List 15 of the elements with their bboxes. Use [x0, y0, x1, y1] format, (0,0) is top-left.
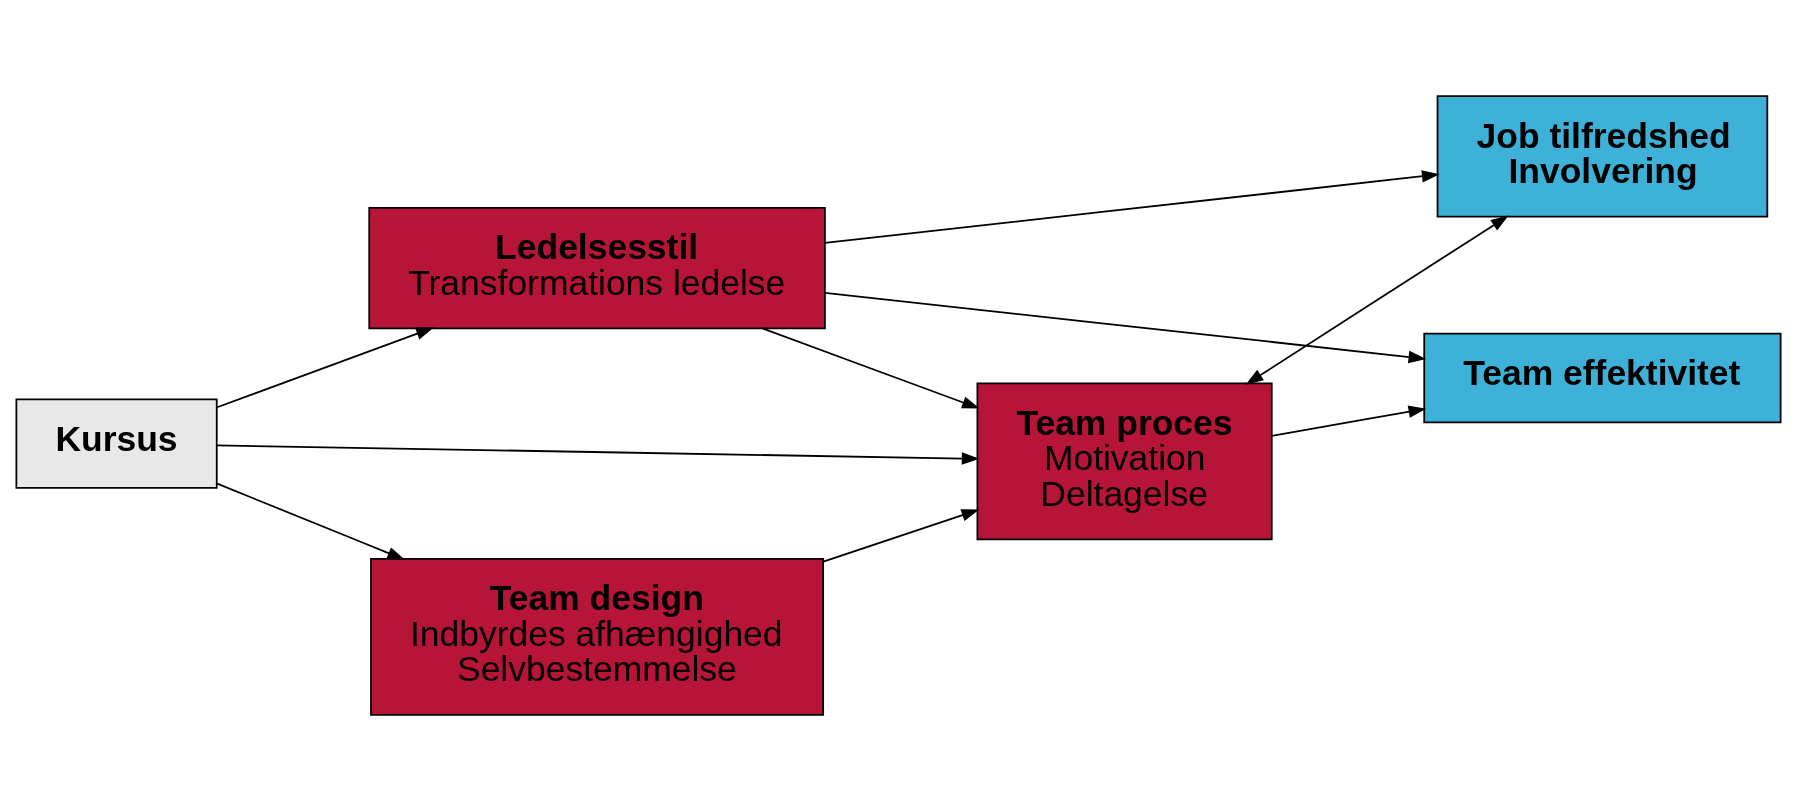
node-box: Team proces Motivation Deltagelse: [976, 382, 1273, 541]
arrow: [216, 444, 980, 465]
node-box: Kursus: [15, 398, 218, 489]
arrow: [216, 327, 434, 409]
arrow: [1271, 405, 1427, 437]
arrow: [822, 509, 980, 563]
arrow: [216, 482, 406, 560]
node-box: Team effektivitet: [1423, 332, 1782, 424]
arrow: [824, 170, 1440, 244]
node-box: Team design Indbyrdes afhængighed Selvbestemmelse: [370, 558, 825, 716]
node-box: Job tilfredshed Involvering: [1436, 95, 1769, 218]
node-box: Ledelsesstil Transformations ledelse: [368, 206, 826, 330]
arrow: [761, 327, 980, 409]
arrow: [1245, 215, 1509, 385]
arrow: [824, 292, 1427, 364]
